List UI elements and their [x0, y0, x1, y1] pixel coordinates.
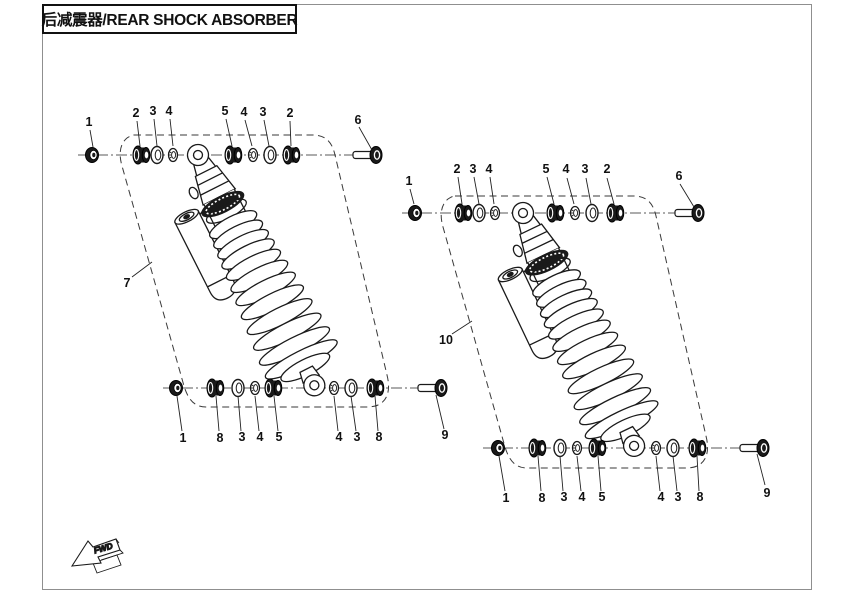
part-bushing [606, 203, 625, 223]
shock-absorber [146, 126, 356, 419]
assembly-right: 1 2 3 4 5 4 3 2 6 10 1 8 3 4 5 4 3 8 9 [402, 162, 771, 505]
part-washer [553, 438, 567, 458]
part-bolt [674, 203, 705, 223]
part-bolt [352, 145, 383, 165]
part-washer-small [167, 147, 179, 163]
callout-number: 2 [287, 106, 294, 120]
part-bushing [528, 438, 547, 458]
part-nut [491, 440, 505, 456]
callout-number: 4 [486, 162, 493, 176]
callout-number: 2 [133, 106, 140, 120]
title-box: 后减震器/REAR SHOCK ABSORBER [41, 4, 298, 34]
part-nut [408, 205, 422, 221]
part-washer-small [247, 147, 259, 163]
callout-number: 4 [257, 430, 264, 444]
callout-number: 3 [150, 104, 157, 118]
part-washer-small [569, 205, 581, 221]
part-bushing [224, 145, 243, 165]
part-washer-small [328, 380, 340, 396]
callout-number: 5 [599, 490, 606, 504]
callout-number: 8 [697, 490, 704, 504]
assembly-left: 1 2 3 4 5 4 3 2 6 7 1 8 3 4 5 4 3 8 9 [78, 104, 449, 445]
callout-number: 8 [539, 491, 546, 505]
part-bolt [739, 438, 770, 458]
callout-number: 9 [764, 486, 771, 500]
callout-number: 2 [454, 162, 461, 176]
callout-number: 3 [354, 430, 361, 444]
shock-absorber [471, 185, 676, 479]
callout-number: 3 [561, 490, 568, 504]
callout-number: 4 [563, 162, 570, 176]
callout-number: 3 [470, 162, 477, 176]
callout-number: 3 [675, 490, 682, 504]
part-washer-small [650, 440, 662, 456]
callout-number: 8 [217, 431, 224, 445]
assembly-outline [119, 134, 390, 408]
part-washer-small [249, 380, 261, 396]
callout-number: 3 [582, 162, 589, 176]
callout-number: 4 [166, 104, 173, 118]
part-washer [472, 203, 486, 223]
callout-number: 5 [276, 430, 283, 444]
callout-number: 9 [442, 428, 449, 442]
part-nut [169, 380, 183, 396]
part-washer-small [571, 440, 583, 456]
part-bushing [366, 378, 385, 398]
callout-number: 3 [239, 430, 246, 444]
callout-number: 4 [579, 490, 586, 504]
fwd-arrow: FWD [70, 538, 124, 574]
callout-number: 2 [604, 162, 611, 176]
callout-number: 3 [260, 105, 267, 119]
callout-number-group: 7 [124, 276, 131, 290]
part-washer [150, 145, 164, 165]
part-bushing [282, 145, 301, 165]
part-washer [666, 438, 680, 458]
part-bushing [454, 203, 473, 223]
callout-number: 4 [336, 430, 343, 444]
part-washer [344, 378, 358, 398]
callout-number: 8 [376, 430, 383, 444]
callout-number: 1 [503, 491, 510, 505]
leader-lines [89, 118, 445, 432]
part-washer [231, 378, 245, 398]
callout-number: 1 [406, 174, 413, 188]
page-title: 后减震器/REAR SHOCK ABSORBER [41, 12, 298, 29]
callout-number: 4 [241, 105, 248, 119]
fwd-arrow-edge [100, 538, 124, 561]
callout-number-group: 10 [439, 333, 453, 347]
part-bushing [206, 378, 225, 398]
part-bushing [264, 378, 283, 398]
part-washer [585, 203, 599, 223]
callout-number: 1 [86, 115, 93, 129]
callout-number: 4 [658, 490, 665, 504]
part-bushing [132, 145, 151, 165]
fwd-arrow-shape [70, 538, 121, 567]
part-bolt [417, 378, 448, 398]
part-bushing [688, 438, 707, 458]
part-bushing [588, 438, 607, 458]
callout-number: 6 [676, 169, 683, 183]
part-washer [263, 145, 277, 165]
part-washer-small [489, 205, 501, 221]
page-border [42, 4, 812, 590]
callout-number: 1 [180, 431, 187, 445]
callout-number: 6 [355, 113, 362, 127]
leader-lines [409, 176, 766, 492]
callout-number: 5 [222, 104, 229, 118]
assembly-outline [440, 195, 709, 469]
part-bushing [546, 203, 565, 223]
part-nut [85, 147, 99, 163]
callout-number: 5 [543, 162, 550, 176]
